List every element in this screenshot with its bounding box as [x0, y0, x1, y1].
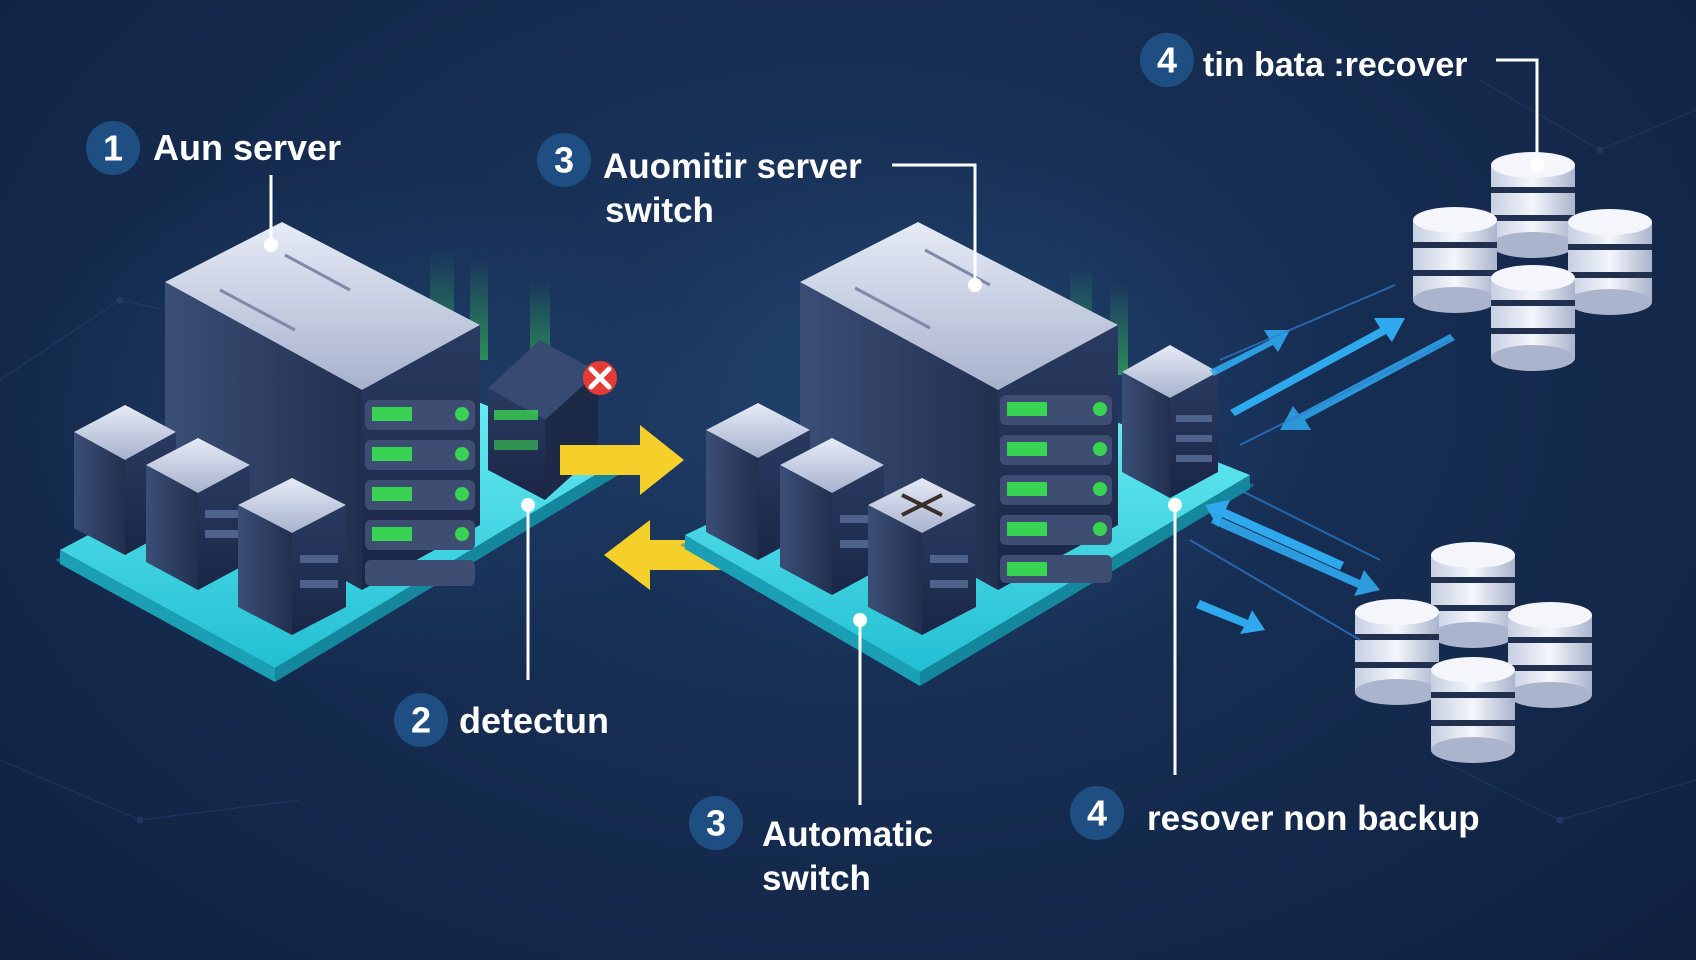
step1-label: 1 Aun server	[86, 121, 341, 175]
step2-badge	[394, 693, 448, 747]
data-flow-arrows-bottom	[1196, 500, 1380, 634]
step4-bottom-label: 4 resover non backup	[1070, 786, 1480, 840]
step4-top-number: 4	[1157, 40, 1177, 81]
step3-top-line2: switch	[605, 191, 714, 230]
step3-bottom-line2: switch	[762, 859, 871, 898]
database-icon	[1491, 265, 1575, 371]
step4-bottom-text: resover non backup	[1147, 799, 1480, 838]
step4-bottom-badge	[1070, 786, 1124, 840]
step3-top-badge	[537, 133, 591, 187]
data-flow-lines-top	[1219, 284, 1451, 446]
rack-unit-b	[146, 438, 250, 590]
step2-number: 2	[411, 700, 431, 741]
connectors	[269, 58, 1539, 805]
step3-top-number: 3	[554, 140, 574, 181]
switch-fan-icon	[901, 493, 943, 517]
data-flow-lines-bottom	[1189, 489, 1381, 641]
step3-bottom-badge	[689, 796, 743, 850]
rack-unit-c	[238, 478, 346, 635]
standby-cluster	[680, 222, 1255, 686]
step3-bottom-line1: Automatic	[762, 815, 933, 854]
rack-unit-a	[74, 405, 176, 555]
database-icon	[1413, 207, 1497, 313]
failed-server-unit	[488, 340, 598, 500]
connector-dots	[264, 158, 1544, 627]
arrow-left-icon	[604, 520, 730, 590]
standby-server-bays	[1000, 395, 1112, 583]
database-icon	[1431, 657, 1515, 763]
step3-bottom-number: 3	[706, 803, 726, 844]
x-error-icon	[583, 361, 617, 395]
primary-cluster	[55, 222, 625, 682]
step1-text: Aun server	[153, 127, 341, 168]
database-icon	[1568, 209, 1652, 315]
database-group-top	[1413, 152, 1652, 371]
connector-step4-top	[1496, 58, 1539, 165]
step4-top-badge	[1140, 33, 1194, 87]
database-icon	[1355, 599, 1439, 705]
server-bays	[365, 400, 475, 586]
step3-top-line1: Auomitir server	[603, 147, 862, 186]
step4-bottom-number: 4	[1087, 793, 1107, 834]
step4-top-label: 4 tin bata :recover	[1140, 33, 1468, 87]
database-group-bottom	[1355, 542, 1592, 763]
rack-unit-switch	[868, 478, 976, 635]
step2-text: detectun	[459, 700, 609, 741]
connector-step3-top	[892, 163, 977, 285]
step4-top-text: tin bata :recover	[1203, 46, 1468, 84]
step3-top-label: 3 Auomitir server switch	[537, 133, 862, 230]
step1-number: 1	[103, 128, 123, 169]
step3-bottom-label: 3 Automatic switch	[689, 796, 933, 898]
database-icon	[1508, 602, 1592, 708]
step2-label: 2 detectun	[394, 693, 609, 747]
step1-badge	[86, 121, 140, 175]
database-icon	[1431, 542, 1515, 648]
rack-unit-d	[1122, 345, 1218, 498]
database-icon	[1491, 152, 1575, 258]
arrow-right-icon	[560, 425, 684, 495]
